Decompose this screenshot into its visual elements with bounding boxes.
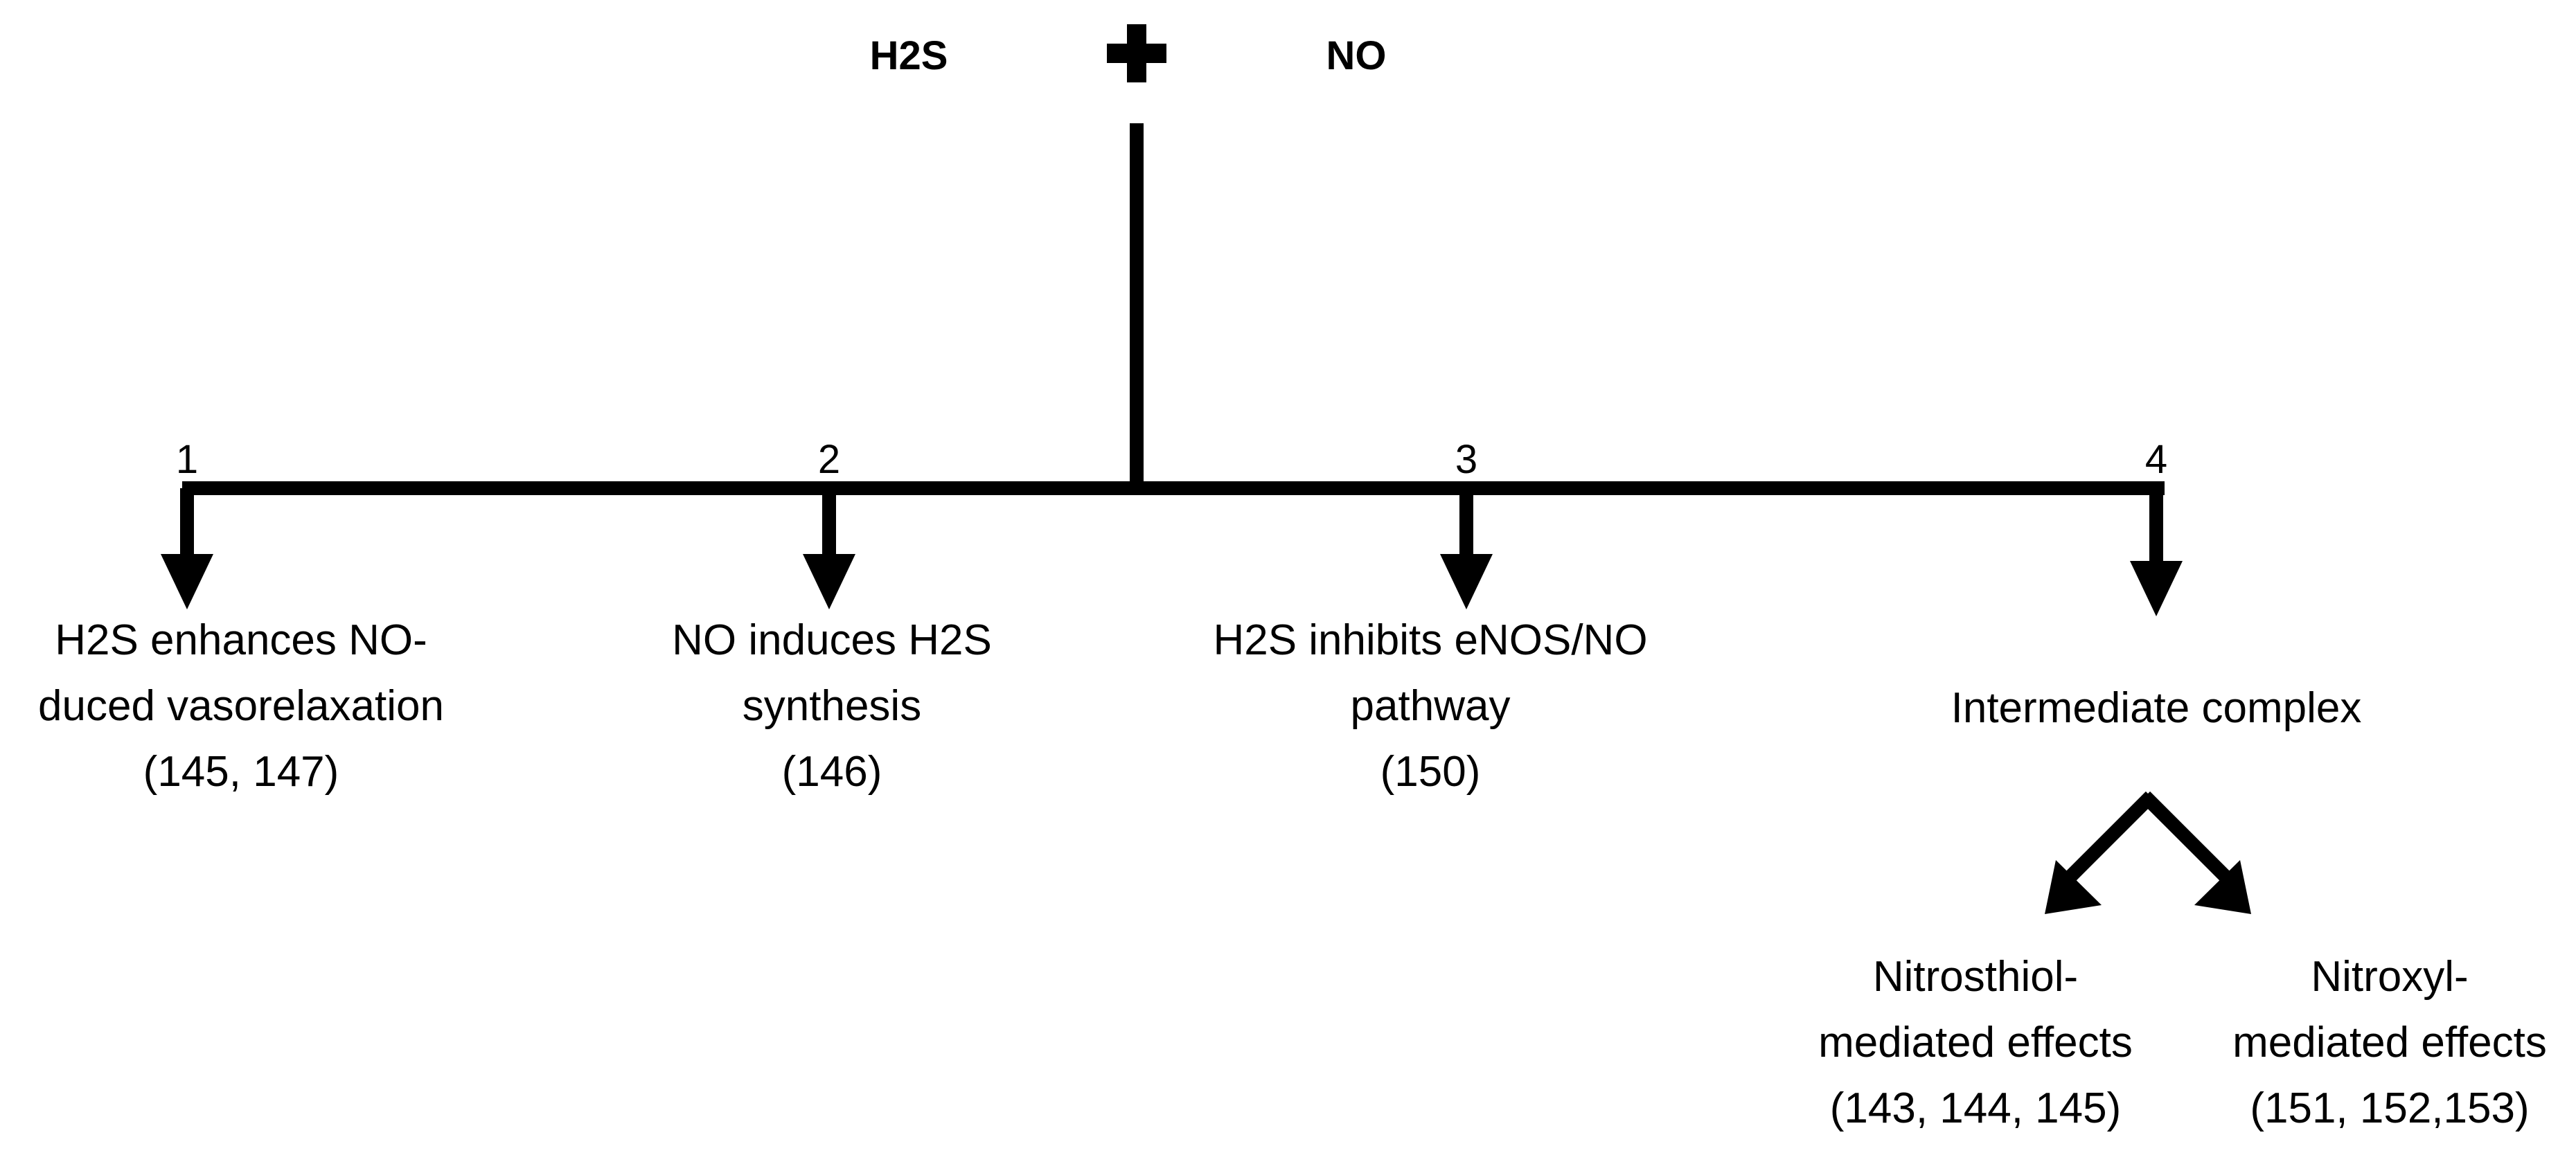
branch-1-line-1: H2S enhances NO- <box>55 616 427 664</box>
arrow-down-3 <box>1440 488 1493 609</box>
branch-3-line-2: pathway <box>1351 682 1511 730</box>
branch-1-line-2: duced vasorelaxation <box>38 682 444 730</box>
sub-branch-2-line-2: mediated effects <box>2232 1019 2547 1066</box>
branch-2-line-1: NO induces H2S <box>672 616 992 664</box>
plus-icon <box>1107 24 1166 82</box>
branch-2-line-2: synthesis <box>743 682 921 730</box>
arrow-down-4 <box>2130 488 2183 616</box>
branch-4-line-1: Intermediate complex <box>1951 684 2362 732</box>
sub-branch-1-line-1: Nitrosthiol- <box>1873 953 2078 1001</box>
reactant-h2s: H2S <box>870 33 948 78</box>
arrow-down-2 <box>803 488 855 609</box>
reactant-no: NO <box>1326 33 1387 78</box>
sub-branch-1-line-3: (143, 144, 145) <box>1830 1084 2122 1132</box>
branch-1-line-3: (145, 147) <box>143 748 339 796</box>
branch-3-number: 3 <box>1455 437 1477 482</box>
sub-branch-2-line-1: Nitroxyl- <box>2311 953 2468 1001</box>
arrow-down-1 <box>161 488 213 609</box>
branch-1-number: 1 <box>176 437 198 482</box>
sub-branch-1-line-2: mediated effects <box>1818 1019 2133 1066</box>
branch-4-number: 4 <box>2145 437 2167 482</box>
arrow-split-left <box>2045 791 2156 914</box>
branch-2-number: 2 <box>818 437 840 482</box>
branch-3-line-3: (150) <box>1380 748 1481 796</box>
sub-branch-2-line-3: (151, 152,153) <box>2250 1084 2529 1132</box>
arrow-split-right <box>2140 791 2251 914</box>
branch-3-line-1: H2S inhibits eNOS/NO <box>1213 616 1647 664</box>
branch-2-line-3: (146) <box>782 748 882 796</box>
